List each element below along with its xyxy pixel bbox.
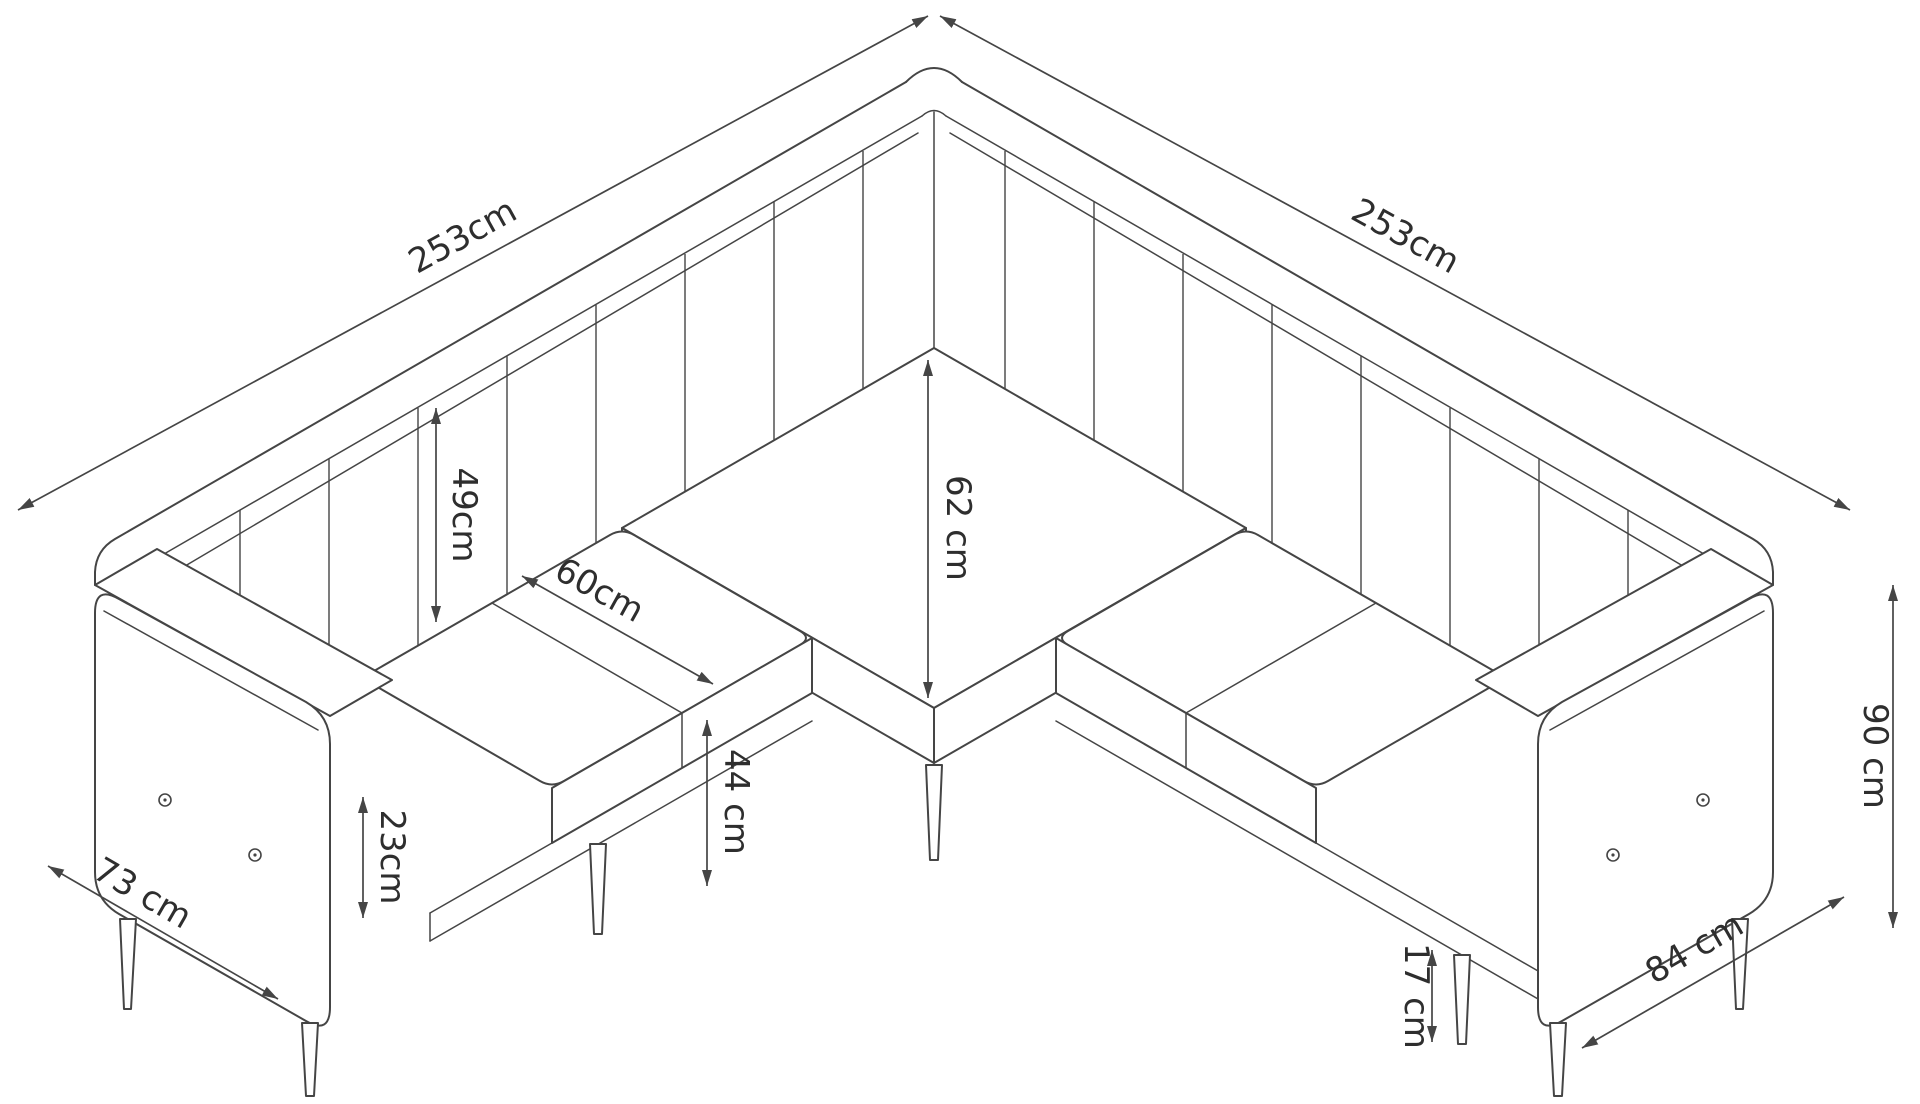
left-armrest-roll-line: [103, 610, 319, 731]
dim-label-62: 62 cm: [938, 475, 978, 581]
sofa-drawing: [94, 67, 1774, 1097]
dimension-17: 17 cm: [1396, 943, 1437, 1049]
dim-label-44: 44 cm: [716, 749, 756, 855]
dimension-line: [47, 865, 279, 1000]
armrest-legs: [119, 918, 1749, 1097]
dimension-line: [939, 15, 1851, 511]
left-armrest-button-dot: [163, 798, 167, 802]
right-rail-leg: [1453, 954, 1471, 1045]
corner-cap-outer-arc: [905, 67, 963, 83]
left-armrest-button-dot: [253, 853, 257, 857]
corner-cap: [905, 67, 963, 349]
right-armrest-button-dot: [1701, 798, 1705, 802]
left-base-rail-bottom: [429, 720, 813, 942]
left-backrest-outer-edge: [94, 81, 907, 586]
dimension-44: 44 cm: [702, 720, 756, 886]
dim-label-49: 49cm: [444, 467, 484, 562]
dimension-90: 90 cm: [1855, 585, 1898, 928]
right-armrest-roll-line: [1549, 610, 1765, 731]
right-armrest: [1475, 548, 1774, 1027]
left-rail-leg: [589, 843, 607, 935]
dimension-line: [17, 15, 929, 511]
right-arm-front-leg: [1549, 1022, 1567, 1097]
left-base-rail-top: [429, 842, 553, 914]
right-cushion-seam: [1185, 602, 1377, 714]
dimension-23: 23cm: [358, 797, 412, 918]
right-backrest-outer-edge: [961, 81, 1774, 586]
dimension-62: 62 cm: [923, 360, 978, 698]
dimension-line: [1581, 896, 1845, 1049]
right-base-rail-top: [1315, 842, 1546, 976]
left-arm-back-leg: [119, 918, 137, 1010]
right-seat-cushions: [1055, 530, 1501, 844]
center-leg: [925, 764, 943, 861]
left-armrest: [94, 548, 393, 1027]
dimension-49: 49cm: [431, 408, 484, 622]
left-arm-front-leg: [301, 1022, 319, 1097]
right-armrest-button-dot: [1611, 853, 1615, 857]
dim-label-23: 23cm: [372, 809, 412, 904]
dim-label-17: 17 cm: [1396, 943, 1436, 1049]
dim-label-90: 90 cm: [1855, 703, 1895, 809]
dimension-line: [521, 575, 714, 685]
base-legs: [589, 764, 1471, 1045]
